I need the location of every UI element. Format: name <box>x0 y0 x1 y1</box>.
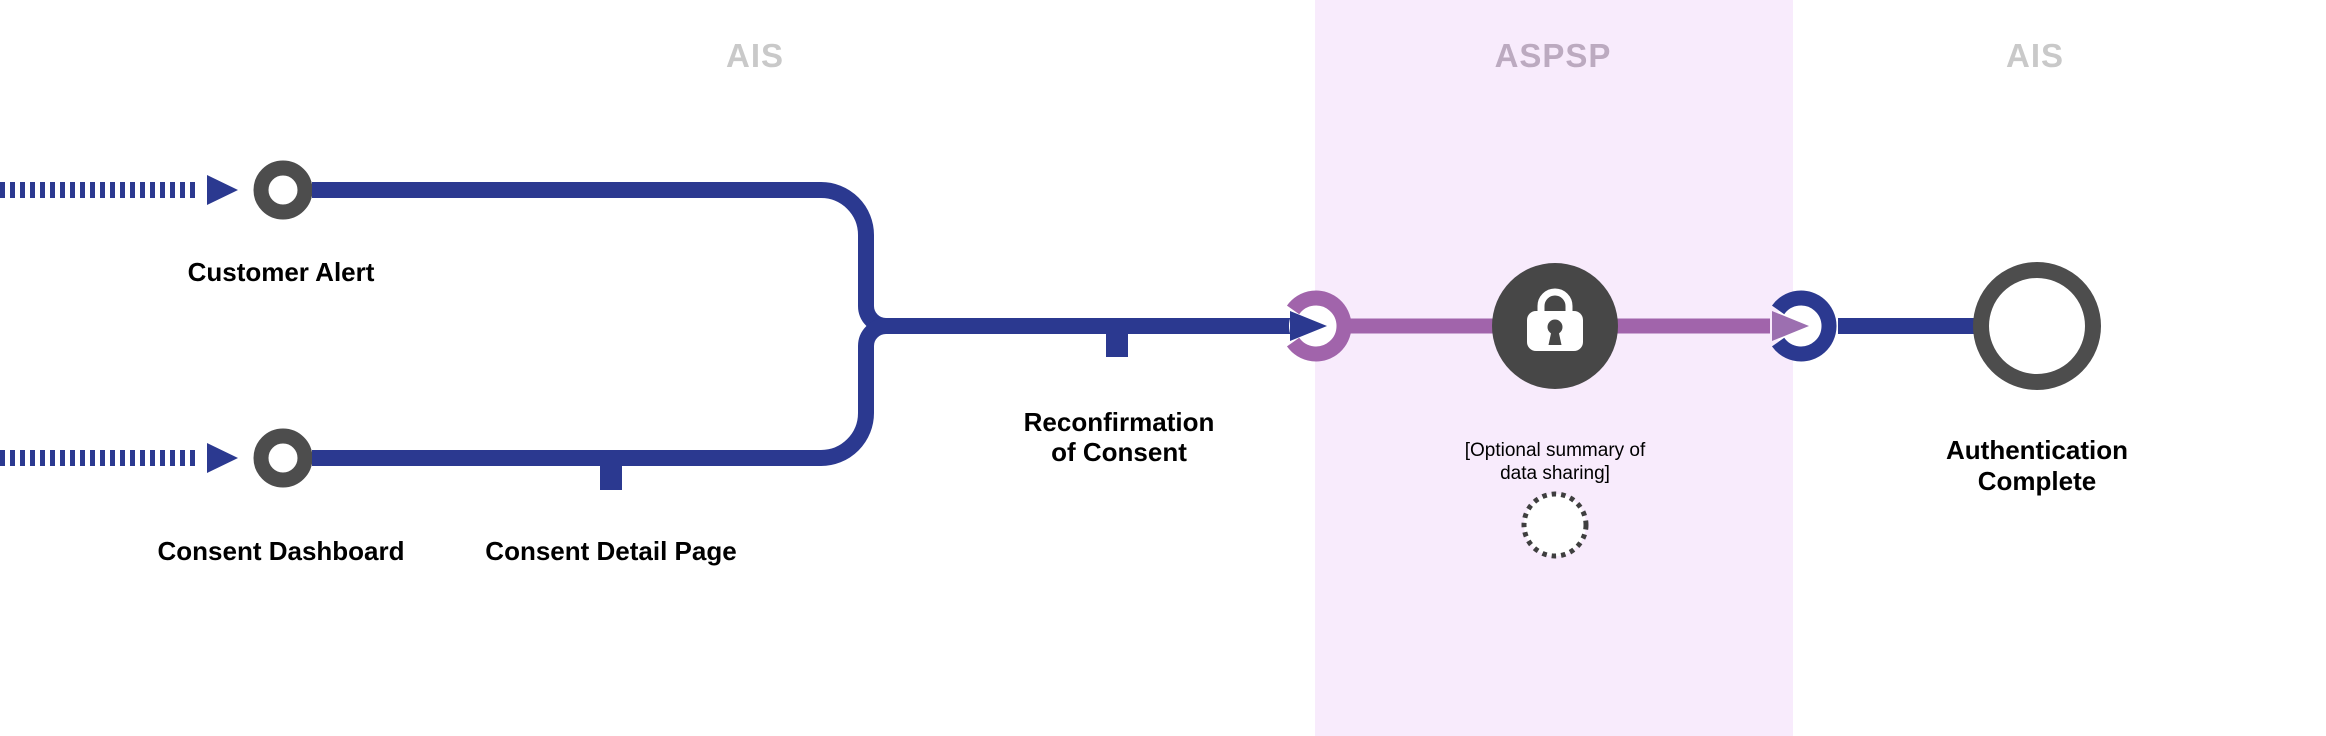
reconfirmation-of-consent-label: Reconfirmation of Consent <box>1023 407 1215 467</box>
consent-dashboard-label: Consent Dashboard <box>157 536 405 566</box>
journey-line-top <box>312 182 887 334</box>
aspsp-entry-arrowhead <box>1290 311 1327 341</box>
consent-dashboard-node-ring <box>253 428 313 488</box>
customer-alert-node-ring <box>253 160 313 220</box>
lock-keyhole <box>1547 319 1563 335</box>
consent-detail-page-label: Consent Detail Page <box>485 536 737 566</box>
optional-summary-label: [Optional summary of data sharing] <box>1464 440 1646 484</box>
authentication-complete-label: Authentication Complete <box>1946 435 2128 496</box>
authentication-complete-node-circle <box>1973 262 2101 390</box>
dashed-arrow-icon <box>0 175 238 205</box>
ais-return-arrowhead <box>1772 311 1809 341</box>
arrowhead-top <box>207 175 238 205</box>
lane-label-aspsp: ASPSP <box>1494 37 1612 74</box>
reconfirmation-tick <box>1106 326 1128 357</box>
lane-label-ais-right: AIS <box>2005 37 2065 74</box>
dashed-arrow-icon <box>0 443 238 473</box>
lock-icon <box>1492 263 1618 389</box>
lane-label-ais-left: AIS <box>725 37 785 74</box>
lock-shackle <box>1537 288 1573 315</box>
ais-return-ring <box>1771 290 1837 362</box>
consent-detail-page-tick <box>600 458 622 490</box>
customer-alert-label: Customer Alert <box>187 257 375 287</box>
arrowhead-bottom <box>207 443 238 473</box>
dotted-circle-icon <box>1521 491 1589 559</box>
lock-keyhole-stem <box>1548 331 1562 345</box>
journey-line-bottom <box>312 318 887 466</box>
